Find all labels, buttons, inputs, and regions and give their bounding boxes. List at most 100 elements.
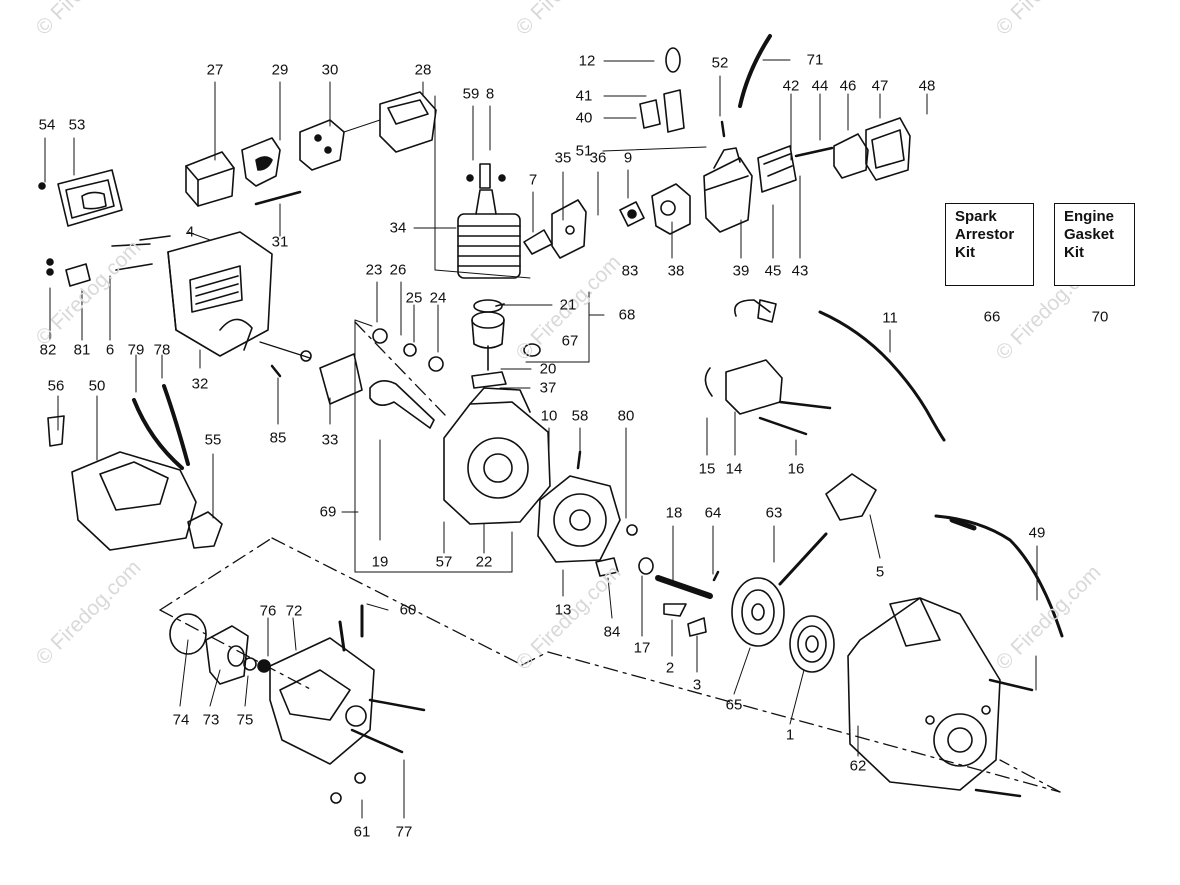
part-pin-group [595, 524, 713, 637]
callout-51: 51 [575, 142, 593, 160]
callout-1: 1 [785, 726, 795, 744]
callout-81: 81 [73, 341, 91, 359]
part-recoil-pulley [731, 532, 835, 673]
callout-35: 35 [554, 149, 572, 167]
callout-39: 39 [732, 262, 750, 280]
kit-label: Engine Gasket Kit [1064, 208, 1115, 261]
engine-gasket-kit-box: Engine Gasket Kit [1054, 203, 1135, 286]
callout-6: 6 [105, 341, 115, 359]
callout-82: 82 [39, 341, 57, 359]
callout-58: 58 [571, 407, 589, 425]
part-plate [299, 119, 345, 171]
callout-24: 24 [429, 289, 447, 307]
callout-50: 50 [88, 377, 106, 395]
callout-23: 23 [365, 261, 383, 279]
callout-10: 10 [540, 407, 558, 425]
callout-37: 37 [539, 379, 557, 397]
callout-52: 52 [711, 54, 729, 72]
part-air-intake-group [757, 117, 911, 193]
callout-55: 55 [204, 431, 222, 449]
callout-14: 14 [725, 460, 743, 478]
callout-16: 16 [787, 460, 805, 478]
callout-30: 30 [321, 61, 339, 79]
callout-41: 41 [575, 87, 593, 105]
callout-7: 7 [528, 171, 538, 189]
callout-28: 28 [414, 61, 432, 79]
callout-13: 13 [554, 601, 572, 619]
callout-27: 27 [206, 61, 224, 79]
callout-2: 2 [665, 659, 675, 677]
callout-29: 29 [271, 61, 289, 79]
part-flywheel-housing [537, 475, 621, 563]
callout-47: 47 [871, 77, 889, 95]
callout-77: 77 [395, 823, 413, 841]
callout-75: 75 [236, 711, 254, 729]
part-muffler-cover [343, 91, 437, 153]
kit-number: 70 [1091, 308, 1109, 326]
part-crankcase-gasket [319, 353, 363, 405]
part-crankcase [443, 387, 551, 525]
part-starter-housing [847, 597, 1034, 798]
part-filter-cover [185, 151, 235, 207]
part-carburetor-group [523, 147, 753, 259]
callout-19: 19 [371, 553, 389, 571]
callout-64: 64 [704, 504, 722, 522]
callout-56: 56 [47, 377, 65, 395]
part-ignition-coil [704, 299, 832, 436]
part-drive-housing [269, 604, 426, 804]
callout-5: 5 [875, 563, 885, 581]
callout-11: 11 [882, 309, 898, 327]
callout-67: 67 [561, 332, 579, 350]
callout-73: 73 [202, 711, 220, 729]
part-crankshaft [369, 328, 444, 429]
leader-lines [44, 59, 1038, 819]
callout-84: 84 [603, 623, 621, 641]
callout-8: 8 [485, 85, 495, 103]
callout-40: 40 [575, 109, 593, 127]
callout-80: 80 [617, 407, 635, 425]
callout-34: 34 [389, 219, 407, 237]
callout-74: 74 [172, 711, 190, 729]
callout-69: 69 [319, 503, 337, 521]
callout-45: 45 [764, 262, 782, 280]
callout-79: 79 [127, 341, 145, 359]
kit-label: Spark Arrestor Kit [955, 208, 1015, 261]
callout-49: 49 [1028, 524, 1046, 542]
callout-59: 59 [462, 85, 480, 103]
spark-arrestor-kit-box: Spark Arrestor Kit [945, 203, 1034, 286]
callout-78: 78 [153, 341, 171, 359]
callout-20: 20 [539, 360, 557, 378]
kit-number: 66 [983, 308, 1001, 326]
callout-76: 76 [259, 602, 277, 620]
callout-25: 25 [405, 289, 423, 307]
part-cylinder [457, 163, 521, 279]
part-gasket [663, 89, 685, 133]
callout-42: 42 [782, 77, 800, 95]
callout-44: 44 [811, 77, 829, 95]
callout-53: 53 [68, 116, 86, 134]
part-throttle-cable [934, 514, 1064, 638]
callout-46: 46 [839, 77, 857, 95]
callout-72: 72 [285, 602, 303, 620]
callout-62: 62 [849, 757, 867, 775]
callout-85: 85 [269, 429, 287, 447]
callout-48: 48 [918, 77, 936, 95]
callout-22: 22 [475, 553, 493, 571]
part-starter-grip [825, 473, 877, 521]
callout-57: 57 [435, 553, 453, 571]
part-air-filter [38, 169, 123, 227]
part-bracket [241, 137, 302, 206]
callout-31: 31 [271, 233, 289, 251]
callout-43: 43 [791, 262, 809, 280]
callout-18: 18 [665, 504, 683, 522]
callout-61: 61 [353, 823, 371, 841]
callout-68: 68 [618, 306, 636, 324]
callout-60: 60 [399, 601, 417, 619]
callout-21: 21 [559, 296, 577, 314]
callout-9: 9 [623, 149, 633, 167]
part-engine-shroud [167, 231, 273, 357]
callout-54: 54 [38, 116, 56, 134]
part-bolts-left [46, 235, 171, 287]
